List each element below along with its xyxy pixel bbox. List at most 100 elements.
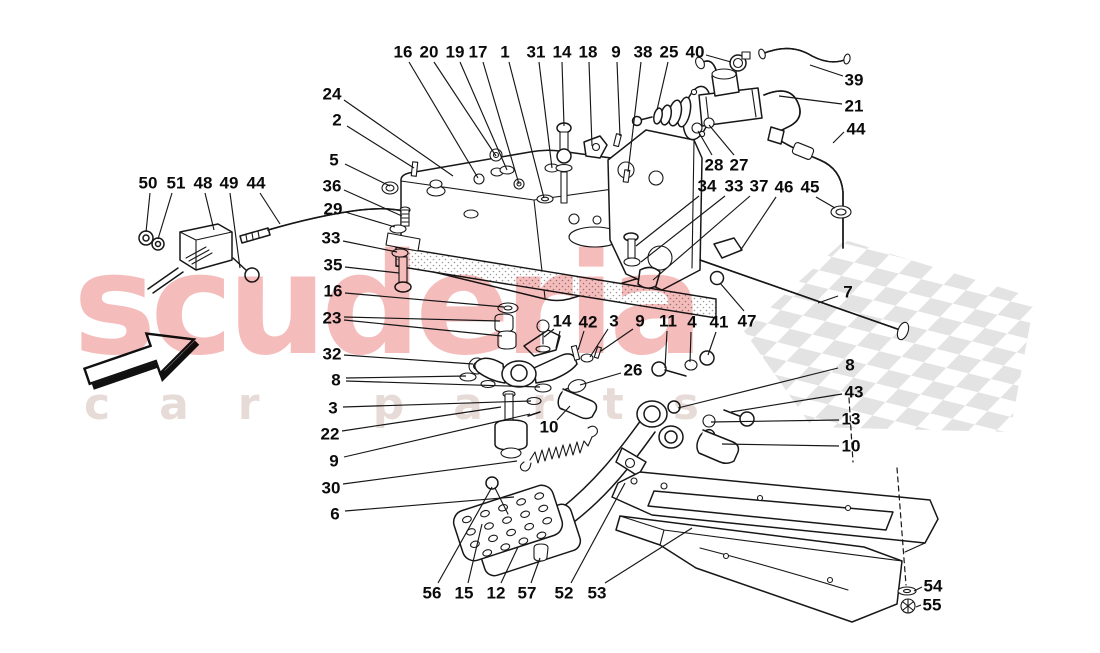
- watermark-title: scuderia: [73, 224, 698, 387]
- leader-line: [467, 523, 483, 584]
- leader-lines: [145, 54, 923, 608]
- leader-line: [482, 61, 520, 185]
- pivot-bushing-left: [557, 387, 598, 420]
- pedal-lever-assembly: [474, 319, 755, 465]
- leader-line: [342, 240, 398, 253]
- part-number-27: 27: [730, 156, 749, 175]
- part-number-34: 34: [698, 177, 717, 196]
- leader-line: [543, 328, 555, 338]
- leader-line: [343, 316, 501, 322]
- leader-line: [342, 460, 518, 485]
- watermark-subtitle: car parts: [84, 379, 748, 430]
- leader-line: [345, 380, 541, 388]
- leader-line: [500, 546, 519, 584]
- part-number-42: 42: [579, 313, 598, 332]
- leader-line: [705, 54, 732, 63]
- part-number-38: 38: [634, 43, 653, 62]
- leader-line: [809, 64, 844, 77]
- part-number-40: 40: [686, 43, 705, 62]
- part-number-31: 31: [527, 43, 546, 62]
- leader-line: [721, 443, 840, 447]
- leader-line: [832, 131, 845, 144]
- leader-line: [538, 61, 553, 169]
- leader-line: [708, 124, 735, 156]
- part-number-19: 19: [446, 43, 465, 62]
- part-number-9: 9: [329, 452, 338, 471]
- leader-line: [530, 557, 541, 584]
- leader-line: [408, 61, 479, 179]
- leader-line: [204, 192, 215, 231]
- part-number-9: 9: [635, 312, 644, 331]
- part-number-47: 47: [738, 312, 757, 331]
- part-number-44: 44: [847, 120, 866, 139]
- part-number-45: 45: [801, 178, 820, 197]
- leader-line: [652, 195, 751, 281]
- part-number-17: 17: [469, 43, 488, 62]
- part-number-57: 57: [518, 584, 537, 603]
- part-number-1: 1: [500, 43, 509, 62]
- part-number-22: 22: [321, 425, 340, 444]
- part-number-53: 53: [588, 584, 607, 603]
- leader-line: [689, 331, 692, 363]
- leader-line: [707, 331, 717, 356]
- part-number-10: 10: [842, 437, 861, 456]
- support-bracket-lower: [615, 515, 903, 623]
- leader-line: [719, 282, 745, 312]
- leader-line: [730, 393, 843, 413]
- part-number-18: 18: [579, 43, 598, 62]
- outlet-pipe-assembly: [623, 205, 910, 341]
- leader-line: [344, 292, 505, 308]
- part-number-16: 16: [394, 43, 413, 62]
- leader-line: [778, 95, 843, 105]
- part-number-4: 4: [687, 313, 697, 332]
- part-number-3: 3: [328, 399, 337, 418]
- part-number-15: 15: [455, 584, 474, 603]
- part-number-24: 24: [323, 85, 342, 104]
- leader-line: [913, 586, 923, 592]
- leader-line: [344, 496, 515, 512]
- tank-top-hardware: [410, 122, 631, 204]
- part-number-26: 26: [624, 361, 643, 380]
- leader-line: [508, 61, 545, 199]
- leader-line: [345, 375, 467, 379]
- part-number-49: 49: [220, 174, 239, 193]
- checkered-flag-watermark: [744, 240, 1035, 432]
- leader-line: [229, 192, 241, 269]
- part-number-50: 50: [139, 174, 158, 193]
- leader-line: [627, 61, 642, 173]
- part-number-11: 11: [659, 312, 677, 331]
- leader-line: [342, 400, 532, 408]
- part-number-35: 35: [324, 256, 343, 275]
- leader-line: [433, 61, 497, 157]
- part-number-43: 43: [845, 383, 864, 402]
- pivot-bushing-right: [696, 428, 740, 465]
- part-number-29: 29: [324, 200, 343, 219]
- part-number-39: 39: [845, 71, 864, 90]
- leader-line: [341, 406, 502, 432]
- part-number-52: 52: [555, 584, 574, 603]
- leader-line: [697, 130, 713, 156]
- leader-line: [579, 372, 622, 386]
- part-number-44: 44: [247, 174, 266, 193]
- part-number-48: 48: [194, 174, 213, 193]
- direction-arrow: [82, 332, 200, 390]
- part-number-54: 54: [924, 577, 943, 596]
- part-number-9: 9: [611, 43, 620, 62]
- leader-line: [604, 527, 693, 584]
- leader-line: [817, 295, 839, 304]
- leader-line: [664, 330, 668, 369]
- part-number-51: 51: [167, 174, 186, 193]
- part-number-3: 3: [609, 312, 618, 331]
- leader-line: [145, 192, 151, 233]
- part-number-14: 14: [553, 312, 572, 331]
- part-number-16: 16: [324, 282, 343, 301]
- leader-line: [561, 61, 565, 127]
- part-number-7: 7: [843, 283, 852, 302]
- leader-line: [343, 413, 531, 458]
- leader-line: [343, 354, 474, 365]
- leader-line: [677, 367, 839, 409]
- bracket-fasteners: [848, 397, 917, 614]
- part-number-8: 8: [331, 371, 340, 390]
